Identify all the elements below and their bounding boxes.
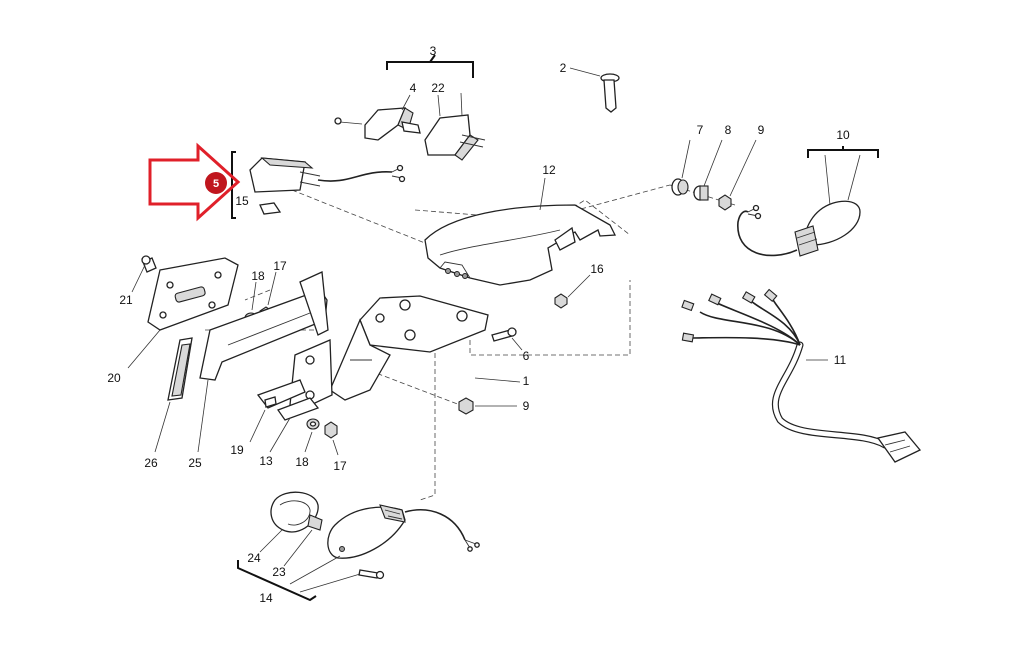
part-20-plate-frame: 20 21 bbox=[107, 255, 239, 385]
label-7: 7 bbox=[697, 123, 704, 137]
part-13-plate-bracket: 19 13 bbox=[230, 339, 333, 468]
bracket-14 bbox=[237, 560, 317, 602]
label-4: 4 bbox=[410, 81, 417, 95]
label-20: 20 bbox=[107, 371, 121, 385]
label-19: 19 bbox=[230, 443, 244, 457]
label-11: 11 bbox=[834, 353, 847, 367]
part-11-wiring-harness: 11 bbox=[681, 288, 922, 463]
part-14-turn-signal: 24 23 14 bbox=[237, 491, 480, 605]
label-25: 25 bbox=[188, 456, 202, 470]
label-17a: 17 bbox=[273, 259, 287, 273]
part-26-reflector: 26 bbox=[144, 337, 193, 470]
part-1-bracket: 1 bbox=[329, 295, 530, 401]
label-8: 8 bbox=[725, 123, 732, 137]
label-18b: 18 bbox=[295, 455, 309, 469]
bracket-5 bbox=[231, 151, 236, 219]
bracket-3 bbox=[386, 61, 474, 78]
label-13: 13 bbox=[259, 454, 273, 468]
part-9-nut: 9 bbox=[458, 397, 530, 415]
label-3: 3 bbox=[430, 44, 437, 58]
label-24: 24 bbox=[247, 551, 261, 565]
label-6: 6 bbox=[523, 349, 530, 363]
part-23-bulb bbox=[307, 514, 323, 531]
part-16-nut: 16 bbox=[554, 262, 604, 309]
part-10-turn-signal: 10 bbox=[737, 128, 879, 257]
label-23: 23 bbox=[272, 565, 286, 579]
label-2: 2 bbox=[560, 61, 567, 75]
label-22: 22 bbox=[431, 81, 445, 95]
bracket-10 bbox=[807, 149, 879, 158]
part-5-license-lamp: 15 5 bbox=[148, 142, 406, 222]
label-1: 1 bbox=[523, 374, 530, 388]
label-17b: 17 bbox=[333, 459, 347, 473]
part-3-tail-light-assembly: 3 4 22 bbox=[334, 44, 486, 161]
label-9b: 9 bbox=[523, 399, 530, 413]
highlight-badge-text: 5 bbox=[213, 178, 219, 190]
label-26: 26 bbox=[144, 456, 158, 470]
highlight-badge bbox=[205, 172, 227, 194]
parts-7-8-9-spacers: 7 8 9 bbox=[671, 123, 765, 211]
part-12-rear-fender: 12 bbox=[424, 163, 617, 286]
label-12: 12 bbox=[542, 163, 556, 177]
label-10: 10 bbox=[836, 128, 850, 142]
highlight-arrow bbox=[148, 142, 241, 222]
parts-18-17-lower: 18 17 bbox=[295, 418, 347, 473]
label-21: 21 bbox=[119, 293, 133, 307]
label-18a: 18 bbox=[251, 269, 265, 283]
part-6-bolt: 6 bbox=[491, 327, 530, 363]
label-16: 16 bbox=[590, 262, 604, 276]
part-2-screw: 2 bbox=[560, 61, 620, 113]
label-14: 14 bbox=[259, 591, 273, 605]
part-25-plate-support: 25 bbox=[188, 271, 329, 470]
label-15: 15 bbox=[235, 194, 249, 208]
label-9a: 9 bbox=[758, 123, 765, 137]
part-15-bulb bbox=[259, 202, 282, 215]
